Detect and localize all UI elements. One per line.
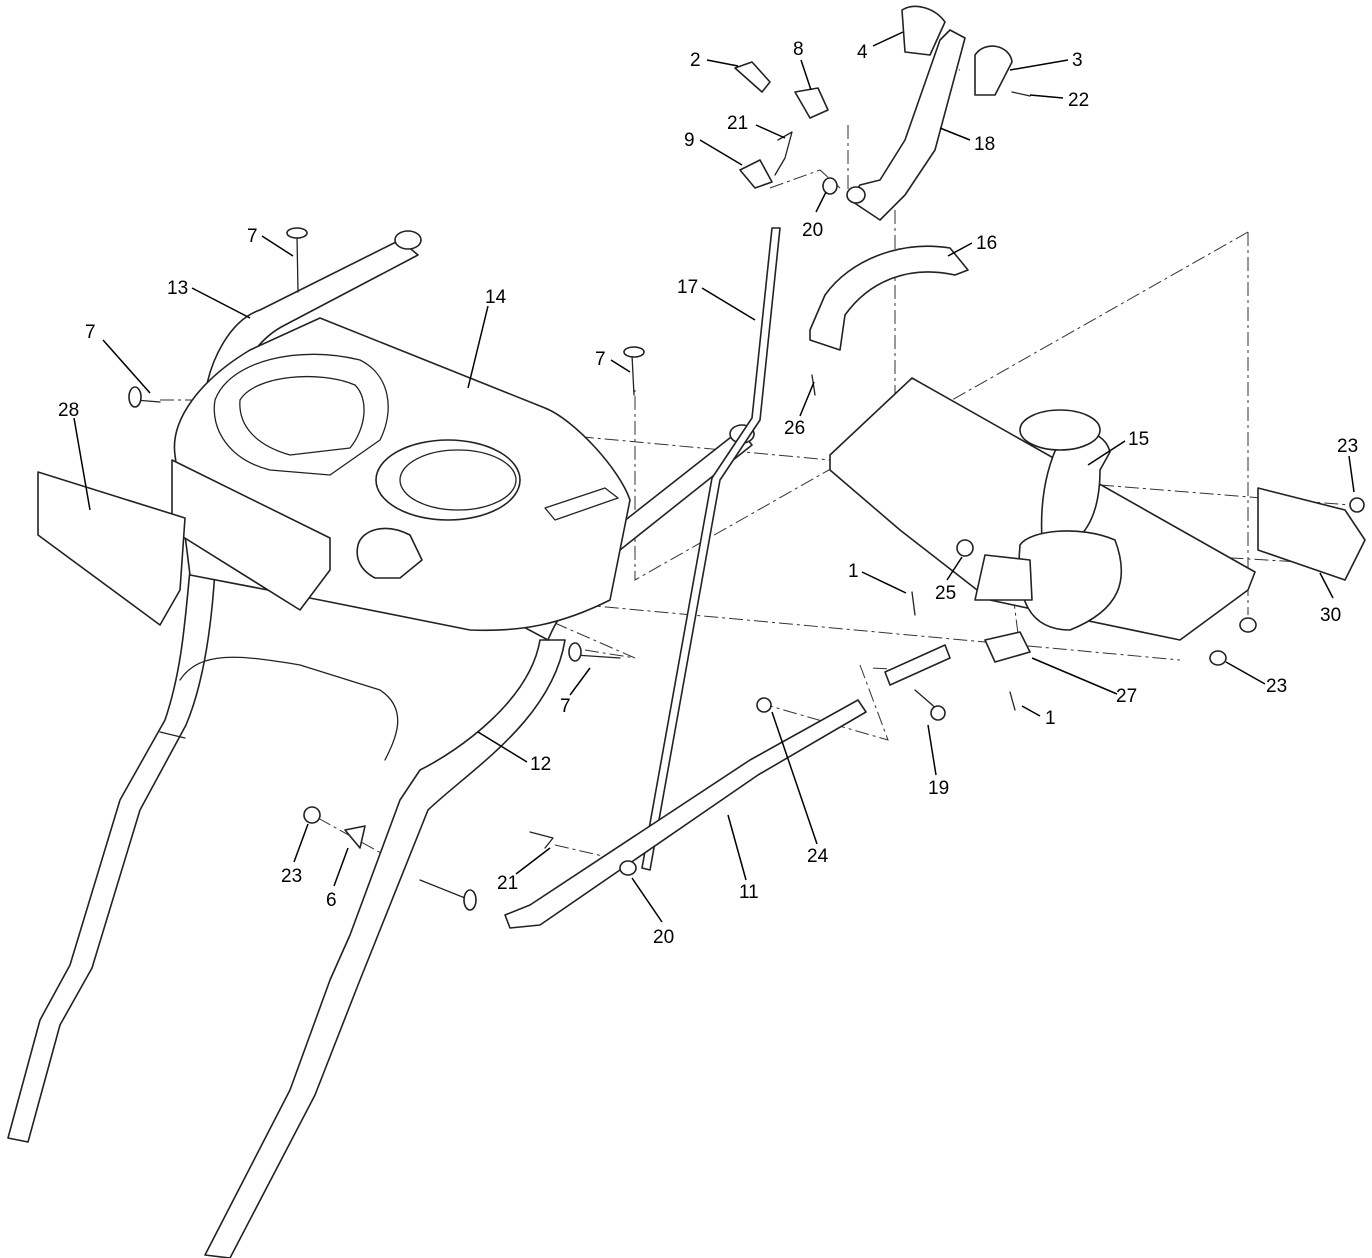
callout-9: 9 (684, 130, 695, 151)
callout-21-upper: 21 (727, 113, 748, 134)
callout-25: 25 (935, 583, 956, 604)
callout-23-lower-left: 23 (281, 866, 302, 887)
callout-28: 28 (58, 400, 79, 421)
callout-20-upper: 20 (802, 220, 823, 241)
callout-14: 14 (485, 287, 507, 308)
link-rod (504, 699, 867, 929)
callout-19: 19 (928, 778, 949, 799)
callout-30: 30 (1320, 605, 1341, 626)
callout-17: 17 (677, 277, 698, 298)
callout-22: 22 (1068, 90, 1089, 111)
shift-guide-16 (809, 245, 969, 351)
callout-20-lower: 20 (653, 927, 674, 948)
callout-8: 8 (793, 39, 804, 60)
callout-26: 26 (784, 418, 805, 439)
callout-7-center: 7 (595, 349, 606, 370)
callout-23-lower-right: 23 (1266, 676, 1287, 697)
callout-6: 6 (326, 890, 337, 911)
chute-control-rod (641, 227, 781, 871)
callout-1-lower: 1 (1045, 708, 1056, 729)
callout-11: 11 (739, 882, 759, 903)
small-hardware-lower (128, 227, 1365, 911)
callout-18: 18 (974, 134, 995, 155)
callout-23-right: 23 (1337, 436, 1358, 457)
callout-labels: 2 8 4 3 22 21 9 18 20 7 16 13 17 14 7 7 … (58, 39, 1358, 948)
cover-30 (1257, 487, 1366, 581)
callout-7-lower: 7 (560, 696, 571, 717)
decal-28 (37, 471, 186, 626)
callout-24: 24 (807, 846, 829, 867)
callout-1-upper: 1 (848, 561, 859, 582)
callout-3: 3 (1072, 50, 1083, 71)
small-hardware-upper (734, 61, 1031, 195)
callout-leaders (73, 31, 1355, 923)
callout-4: 4 (857, 42, 868, 63)
speed-lever-assembly (846, 5, 1013, 221)
transmission-bracket (829, 377, 1256, 641)
callout-15: 15 (1128, 429, 1149, 450)
callout-16: 16 (976, 233, 997, 254)
callout-7-left: 7 (85, 322, 96, 343)
callout-7-top: 7 (247, 226, 258, 247)
callout-2: 2 (690, 50, 701, 71)
callout-12: 12 (530, 754, 551, 775)
callout-27: 27 (1116, 686, 1137, 707)
control-panel (171, 317, 631, 632)
callout-13: 13 (167, 278, 188, 299)
callout-21-lower: 21 (497, 873, 518, 894)
